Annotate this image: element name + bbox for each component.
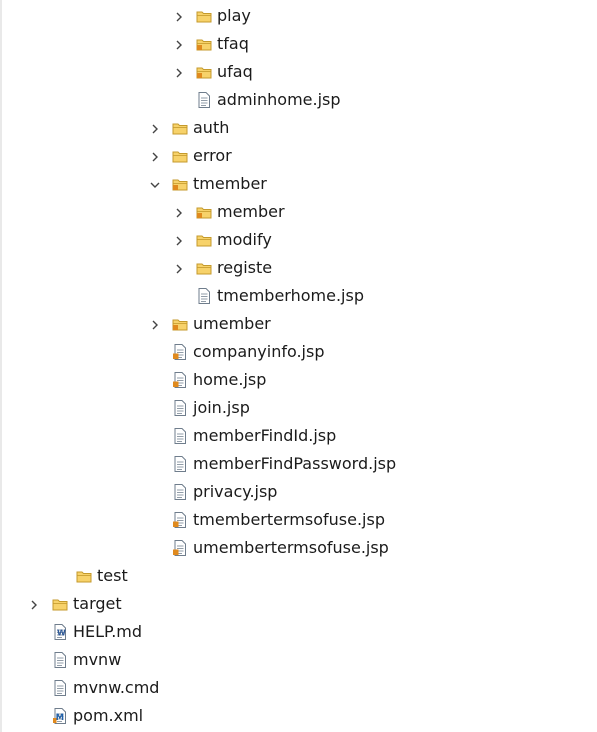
tree-item-label: mvnw.cmd xyxy=(73,678,160,697)
tree-item-label: modify xyxy=(217,230,272,249)
tree-item-label: target xyxy=(73,594,122,613)
tree-item-help-md[interactable]: W HELP.md xyxy=(0,618,597,646)
tree-item-label: ufaq xyxy=(217,62,253,81)
tree-item-label: error xyxy=(193,146,232,165)
tree-item-privacy-jsp[interactable]: privacy.jsp xyxy=(0,478,597,506)
folder-icon xyxy=(76,567,92,585)
chevron-right-icon[interactable] xyxy=(148,317,162,331)
folder-package-icon xyxy=(196,63,212,81)
file-icon xyxy=(196,91,212,109)
svg-text:W: W xyxy=(57,629,66,638)
tree-item-label: tfaq xyxy=(217,34,249,53)
maven-pom-icon: M xyxy=(52,707,68,725)
file-package-icon xyxy=(172,539,188,557)
chevron-right-icon[interactable] xyxy=(172,9,186,23)
tree-item-label: adminhome.jsp xyxy=(217,90,341,109)
tree-item-tmember[interactable]: tmember xyxy=(0,170,597,198)
tree-item-companyinfo-jsp[interactable]: companyinfo.jsp xyxy=(0,338,597,366)
tree-item-label: registe xyxy=(217,258,273,277)
tree-item-memberfindid-jsp[interactable]: memberFindId.jsp xyxy=(0,422,597,450)
tree-item-label: tmembertermsofuse.jsp xyxy=(193,510,385,529)
tree-item-memberfindpassword-jsp[interactable]: memberFindPassword.jsp xyxy=(0,450,597,478)
tree-item-error[interactable]: error xyxy=(0,142,597,170)
chevron-right-icon[interactable] xyxy=(172,261,186,275)
tree-item-tfaq[interactable]: tfaq xyxy=(0,30,597,58)
tree-item-modify[interactable]: modify xyxy=(0,226,597,254)
tree-item-label: mvnw xyxy=(73,650,122,669)
chevron-right-icon[interactable] xyxy=(172,233,186,247)
tree-item-label: home.jsp xyxy=(193,370,267,389)
tree-item-target[interactable]: target xyxy=(0,590,597,618)
folder-icon xyxy=(196,259,212,277)
tree-item-label: companyinfo.jsp xyxy=(193,342,325,361)
tree-item-label: umembertermsofuse.jsp xyxy=(193,538,389,557)
tree-item-label: play xyxy=(217,6,251,25)
chevron-right-icon[interactable] xyxy=(148,121,162,135)
tree-item-label: auth xyxy=(193,118,230,137)
tree-item-label: join.jsp xyxy=(193,398,250,417)
folder-icon xyxy=(196,231,212,249)
folder-icon xyxy=(196,7,212,25)
tree-item-label: privacy.jsp xyxy=(193,482,278,501)
chevron-down-icon[interactable] xyxy=(148,177,162,191)
tree-item-umember[interactable]: umember xyxy=(0,310,597,338)
file-package-icon xyxy=(172,511,188,529)
tree-item-label: tmemberhome.jsp xyxy=(217,286,364,305)
tree-item-ufaq[interactable]: ufaq xyxy=(0,58,597,86)
tree-item-mvnw-cmd[interactable]: mvnw.cmd xyxy=(0,674,597,702)
chevron-right-icon[interactable] xyxy=(172,205,186,219)
tree-item-tmemberhome-jsp[interactable]: tmemberhome.jsp xyxy=(0,282,597,310)
tree-item-label: member xyxy=(217,202,285,221)
tree-item-adminhome-jsp[interactable]: adminhome.jsp xyxy=(0,86,597,114)
tree-item-mvnw[interactable]: mvnw xyxy=(0,646,597,674)
file-icon xyxy=(172,399,188,417)
file-icon xyxy=(196,287,212,305)
tree-item-label: umember xyxy=(193,314,271,333)
tree-item-home-jsp[interactable]: home.jsp xyxy=(0,366,597,394)
tree-item-umembertermsofuse-jsp[interactable]: umembertermsofuse.jsp xyxy=(0,534,597,562)
file-icon xyxy=(172,483,188,501)
word-document-icon: W xyxy=(52,623,68,641)
folder-package-icon xyxy=(196,203,212,221)
file-icon xyxy=(52,679,68,697)
folder-icon xyxy=(52,595,68,613)
tree-item-test[interactable]: test xyxy=(0,562,597,590)
tree-item-member[interactable]: member xyxy=(0,198,597,226)
tree-item-join-jsp[interactable]: join.jsp xyxy=(0,394,597,422)
tree-item-auth[interactable]: auth xyxy=(0,114,597,142)
folder-icon xyxy=(172,147,188,165)
tree-item-label: memberFindId.jsp xyxy=(193,426,337,445)
left-edge-border xyxy=(0,0,2,732)
chevron-right-icon[interactable] xyxy=(27,597,41,611)
file-package-icon xyxy=(172,343,188,361)
chevron-right-icon[interactable] xyxy=(172,37,186,51)
tree-item-label: HELP.md xyxy=(73,622,143,641)
chevron-right-icon[interactable] xyxy=(172,65,186,79)
chevron-right-icon[interactable] xyxy=(148,149,162,163)
file-package-icon xyxy=(172,371,188,389)
tree-item-tmembertermsofuse-jsp[interactable]: tmembertermsofuse.jsp xyxy=(0,506,597,534)
folder-package-icon xyxy=(172,315,188,333)
folder-package-icon xyxy=(196,35,212,53)
tree-item-label: tmember xyxy=(193,174,267,193)
folder-package-icon xyxy=(172,175,188,193)
file-icon xyxy=(52,651,68,669)
file-icon xyxy=(172,455,188,473)
tree-item-label: pom.xml xyxy=(73,706,144,725)
tree-item-label: test xyxy=(97,566,128,585)
folder-icon xyxy=(172,119,188,137)
tree-item-play[interactable]: play xyxy=(0,2,597,30)
tree-item-label: memberFindPassword.jsp xyxy=(193,454,397,473)
svg-text:M: M xyxy=(56,713,64,723)
tree-item-registe[interactable]: registe xyxy=(0,254,597,282)
file-icon xyxy=(172,427,188,445)
